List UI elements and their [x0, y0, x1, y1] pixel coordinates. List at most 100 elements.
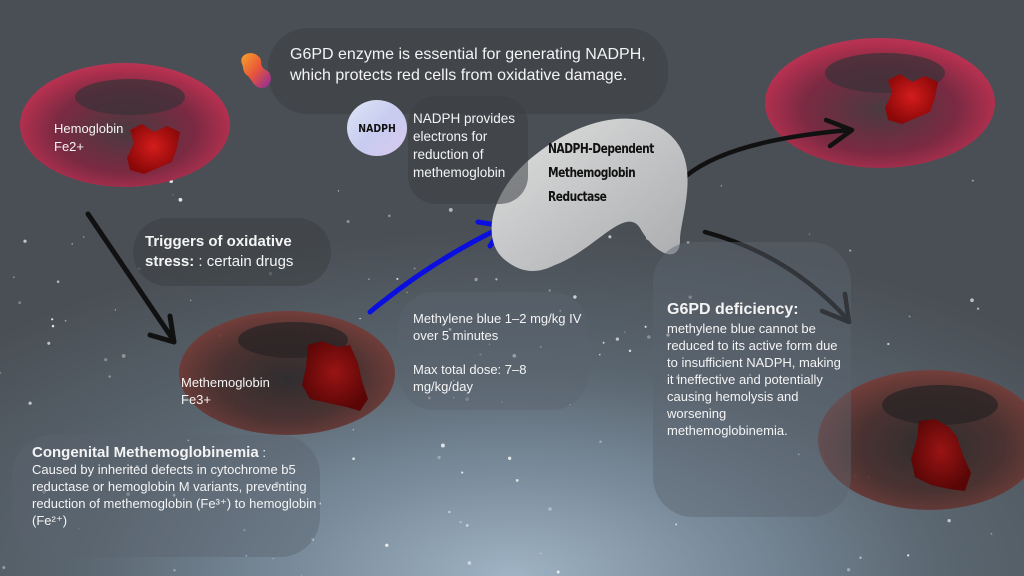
- hemoglobin-protein-icon-right: [885, 74, 938, 124]
- sparkle-dot: [406, 291, 408, 293]
- reductase-line-3: Reductase: [548, 190, 607, 205]
- sparkle-dot: [624, 331, 626, 333]
- sparkle-dot: [465, 523, 469, 527]
- sparkle-dot: [346, 219, 350, 224]
- congenital-colon: :: [262, 445, 266, 460]
- hemoglobin-state: Fe2+: [54, 139, 84, 154]
- sparkle-dot: [0, 371, 2, 375]
- sparkle-dot: [599, 440, 602, 443]
- sparkle-dot: [437, 455, 441, 460]
- triggers-bubble: [133, 218, 331, 286]
- reductase-line-2: Methemoglobin: [548, 166, 636, 181]
- sparkle-dot: [448, 207, 453, 212]
- sparkle-dot: [720, 185, 723, 187]
- sparkle-dot: [628, 349, 632, 353]
- sparkle-dot: [599, 353, 601, 356]
- sparkle-dot: [385, 543, 389, 547]
- sparkle-dot: [970, 298, 974, 303]
- triggers-text: : certain drugs: [198, 253, 294, 270]
- sparkle-dot: [507, 456, 512, 460]
- sparkle-dot: [114, 309, 117, 311]
- sparkle-dot: [602, 341, 605, 344]
- nadph-badge: NADPH: [347, 100, 407, 156]
- sparkle-dot: [173, 569, 176, 572]
- sparkle-dot: [846, 568, 851, 572]
- methemoglobin-name: Methemoglobin: [181, 375, 270, 390]
- sparkle-dot: [413, 267, 416, 270]
- sparkle-dot: [540, 552, 542, 555]
- sparkle-dot: [675, 523, 678, 526]
- arrow-head-hemoglobin-to-methemoglobin: [147, 313, 177, 345]
- sparkle-dot: [51, 324, 55, 328]
- sparkle-dot: [23, 239, 27, 243]
- sparkle-dot: [971, 179, 974, 182]
- hemolyzed-protein-icon: [911, 419, 971, 491]
- hemoglobin-protein-icon: [127, 124, 180, 174]
- sparkle-dot: [808, 233, 811, 235]
- reductase-label: NADPH-Dependent Methemoglobin Reductase: [548, 138, 654, 210]
- sparkle-dot: [71, 243, 73, 245]
- sparkle-dot: [47, 341, 51, 345]
- triggers-text-block: Triggers of oxidative stress: : certain …: [145, 232, 325, 272]
- g6pd-deficiency-bubble: [653, 242, 851, 517]
- congenital-heading: Congenital Methemoglobinemia: [32, 444, 259, 461]
- sparkle-dot: [556, 570, 560, 574]
- sparkle-dot: [190, 299, 192, 302]
- sparkle-dot: [56, 280, 60, 284]
- sparkle-dot: [515, 478, 519, 482]
- reductase-line-1: NADPH-Dependent: [548, 142, 654, 157]
- sparkle-dot: [990, 532, 993, 535]
- methemoglobin-state: Fe3+: [181, 392, 211, 407]
- nadph-text: NADPH provides electrons for reduction o…: [413, 111, 516, 180]
- sparkle-dot: [178, 197, 183, 202]
- sparkle-dot: [644, 325, 647, 328]
- dosing-line-2: Max total dose: 7–8 mg/kg/day: [413, 362, 527, 394]
- sparkle-dot: [908, 315, 911, 318]
- sparkle-dot: [121, 353, 126, 358]
- sparkle-dot: [28, 401, 32, 405]
- g6pd-enzyme-text: G6PD enzyme is essential for generating …: [290, 46, 646, 84]
- sparkle-dot: [82, 236, 85, 238]
- sparkle-dot: [108, 375, 111, 378]
- sparkle-dot: [272, 558, 274, 560]
- congenital-text: Caused by inherited defects in cytochrom…: [32, 462, 317, 528]
- congenital-bubble: [12, 435, 320, 557]
- healthy-rbc-left: [20, 63, 230, 187]
- nadph-badge-label: NADPH: [358, 121, 396, 135]
- methemoglobin-protein-icon: [302, 341, 368, 411]
- sparkle-dot: [548, 507, 552, 511]
- sparkle-dot: [859, 556, 862, 559]
- sparkle-dot: [352, 457, 355, 461]
- sparkle-dot: [459, 520, 462, 524]
- sparkle-dot: [387, 214, 391, 218]
- sparkle-dot: [171, 194, 174, 196]
- sparkle-dot: [849, 249, 852, 252]
- reductase-blob: [491, 118, 688, 272]
- g6pd-deficiency-text-block: G6PD deficiency: methylene blue cannot b…: [667, 300, 847, 439]
- hemoglobin-name: Hemoglobin: [54, 121, 124, 136]
- sparkle-dot: [64, 319, 67, 322]
- sparkle-dot: [615, 337, 620, 341]
- sparkle-dot: [448, 510, 451, 514]
- dosing-bubble: [398, 292, 588, 410]
- sparkle-dot: [573, 295, 577, 299]
- methemoglobin-label: Methemoglobin Fe3+: [181, 374, 270, 408]
- sparkle-dot: [461, 471, 464, 474]
- sparkle-dot: [440, 443, 445, 448]
- sparkle-dot: [337, 190, 340, 192]
- sparkle-dot: [947, 519, 951, 523]
- sparkle-dot: [976, 307, 980, 310]
- sparkle-dot: [467, 561, 472, 565]
- sparkle-dot: [13, 276, 15, 278]
- g6pd-deficiency-heading: G6PD deficiency:: [667, 301, 799, 318]
- sparkle-dot: [887, 342, 890, 346]
- nadph-bubble: [408, 96, 528, 204]
- sparkle-dot: [396, 277, 399, 280]
- sparkle-dot: [104, 357, 108, 362]
- sparkle-dot: [18, 301, 22, 305]
- g6pd-deficiency-text: methylene blue cannot be reduced to its …: [667, 321, 841, 438]
- dosing-text-block: Methylene blue 1–2 mg/kg IV over 5 minut…: [413, 310, 583, 395]
- sparkle-dot: [2, 566, 6, 569]
- sparkle-dot: [51, 318, 54, 321]
